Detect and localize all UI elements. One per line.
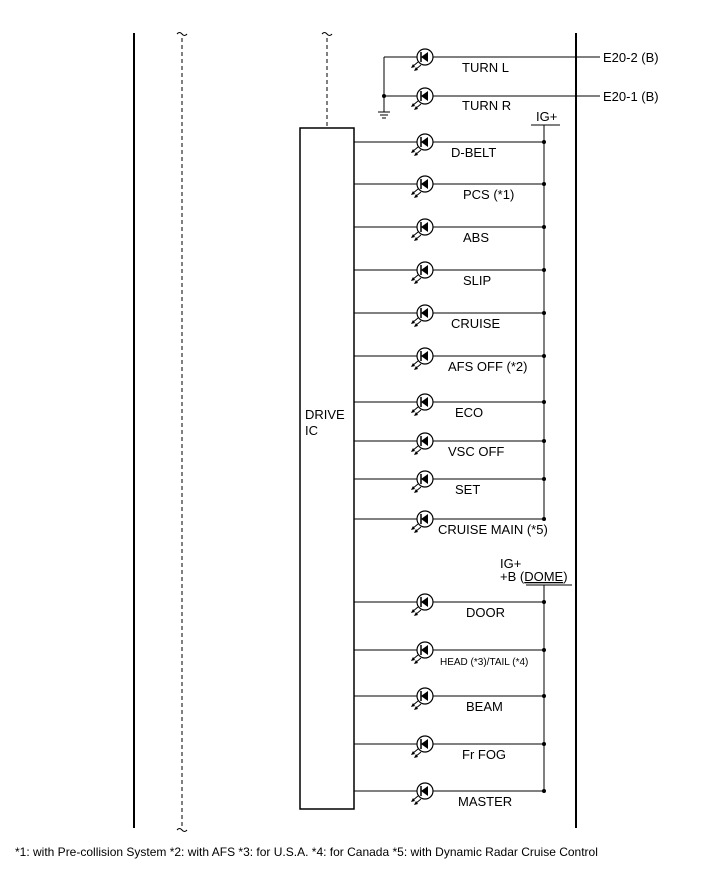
ig-lamp-label: D-BELT [451,145,496,160]
led-lamp-icon [410,48,434,72]
b-dome-label: +B (DOME) [500,569,568,584]
b-junction-dot [542,742,546,746]
led-lamp-icon [410,393,434,417]
connector-e20-2-label: E20-2 (B) [603,50,659,65]
led-lamp-icon [410,133,434,157]
led-lamp-icon [410,304,434,328]
led-lamp-icon [410,218,434,242]
turn-junction-dot [382,94,386,98]
led-lamp-icon [410,510,434,534]
ig-junction-dot [542,354,546,358]
led-lamp-icon [410,87,434,111]
led-lamp-icon [410,261,434,285]
b-lamp-label: DOOR [466,605,505,620]
ig-junction-dot [542,439,546,443]
ig-lamp-group: D-BELT PCS (*1) ABS SLIP CRUISE AFS OFF (*2) E… [354,133,548,537]
ig-lamp-label: ECO [455,405,483,420]
drive-ic-label-line1: DRIVE [305,407,345,422]
ig-lamp-label: VSC OFF [448,444,504,459]
ig-lamp-label: PCS (*1) [463,187,514,202]
break-mark-top-center [321,32,333,36]
ig-lamp-label: SLIP [463,273,491,288]
led-lamp-icon [410,735,434,759]
b-junction-dot [542,600,546,604]
led-lamp-icon [410,782,434,806]
turn-l-label: TURN L [462,60,509,75]
connector-e20-1-label: E20-1 (B) [603,89,659,104]
led-lamp-icon [410,641,434,665]
ig-lamp-label: CRUISE MAIN (*5) [438,522,548,537]
b-prefix: +B ( [500,569,525,584]
led-lamp-icon [410,593,434,617]
ig-junction-dot [542,225,546,229]
ground-icon [378,111,390,119]
ig-junction-dot [542,182,546,186]
b-junction-dot [542,694,546,698]
b-lamp-label: MASTER [458,794,512,809]
led-lamp-icon [410,347,434,371]
ig-lamp-label: AFS OFF (*2) [448,359,527,374]
led-lamp-icon [410,470,434,494]
ig-junction-dot [542,477,546,481]
ig-junction-dot [542,140,546,144]
ig-supply-label-bottom: IG+ [500,556,521,571]
b-junction-dot [542,648,546,652]
turn-r-label: TURN R [462,98,511,113]
ig-junction-dot [542,311,546,315]
led-lamp-icon [410,175,434,199]
led-lamp-icon [410,687,434,711]
ig-junction-dot [542,400,546,404]
ig-lamp-label: CRUISE [451,316,500,331]
b-lamp-label: HEAD (*3)/TAIL (*4) [440,657,528,668]
ig-lamp-label: SET [455,482,480,497]
dome-text: DOME [524,569,563,584]
led-lamp-icon [410,432,434,456]
b-suffix: ) [563,569,567,584]
footnote: *1: with Pre-collision System *2: with A… [15,845,598,859]
b-lamp-label: BEAM [466,699,503,714]
b-lamp-label: Fr FOG [462,747,506,762]
drive-ic-label-line2: IC [305,423,318,438]
ig-junction-dot [542,517,546,521]
ig-supply-label-top: IG+ [536,109,557,124]
ig-junction-dot [542,268,546,272]
b-lamp-group: DOOR HEAD (*3)/TAIL (*4) BEAM Fr FOG MASTER [354,593,546,809]
b-junction-dot [542,789,546,793]
ig-lamp-label: ABS [463,230,489,245]
break-mark-bottom-left [176,828,188,832]
break-mark-top-left [176,32,188,36]
drive-ic-block [299,127,355,810]
